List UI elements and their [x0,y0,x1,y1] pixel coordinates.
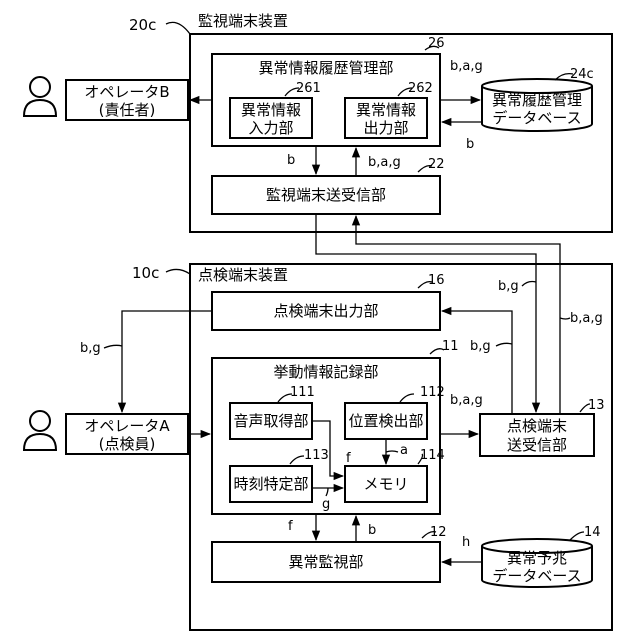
history-ref: 26 [428,36,445,51]
signal-bg-top: b,g [498,279,519,294]
signal-bg-top-leader [522,282,536,287]
operator-a-label-1: オペレータA [84,417,170,435]
operator-a-icon [24,411,56,450]
position-detect-label: 位置検出部 [348,412,423,430]
memory-ref: 114 [420,448,445,463]
voice-acquire-label: 音声取得部 [233,412,308,430]
anomaly-output-label-1: 異常情報 [356,101,416,119]
anomaly-input-label-1: 異常情報 [241,101,301,119]
signal-bg-mid: b,g [470,339,491,354]
operator-b-label-2: (責任者) [99,101,156,119]
output-ref: 262 [408,81,433,96]
monitor-title: 監視端末装置 [198,12,288,30]
history-db-ref: 24c [570,67,594,82]
behavior-record-ref: 11 [442,339,459,354]
signal-bag-right-leader [560,318,570,319]
signal-bag-db-out: b,a,g [450,59,483,74]
input-ref: 261 [296,81,321,96]
signal-bag-right: b,a,g [570,311,603,326]
anomaly-monitor-ref: 12 [430,525,447,540]
operator-a-label-2: (点検員) [99,435,156,453]
signal-f-down: f [288,519,293,534]
inspection-output-label: 点検端末出力部 [273,302,378,320]
signal-b-db-in: b [466,137,474,152]
monitor-ref-leader [166,22,190,34]
signal-h-db: h [462,535,470,550]
time-specify-label: 時刻特定部 [233,475,308,493]
history-management-label: 異常情報履歴管理部 [258,59,393,77]
operator-b-label-1: オペレータB [84,83,169,101]
monitor-transceiver-ref: 22 [428,157,445,172]
signal-b-down: b [287,153,295,168]
inspection-output-ref: 16 [428,273,445,288]
memory-label: メモリ [363,475,408,493]
monitor-ref: 20c [129,16,156,34]
signal-a-pos: a [400,443,408,458]
signal-b-up: b [368,523,376,538]
sign-db-label-2: データベース [492,567,581,585]
signal-f-voice: f [346,451,351,466]
anomaly-input-label-2: 入力部 [248,119,293,137]
sign-db-ref-leader [570,532,584,540]
inspection-transceiver-label-1: 点検端末 [507,417,567,435]
anomaly-monitor-label: 異常監視部 [288,553,363,571]
signal-bag-rec-out: b,a,g [450,393,483,408]
signal-g-time: g [322,497,330,512]
behavior-record-label: 挙動情報記録部 [273,363,378,381]
sign-db-label-1: 異常予兆 [507,549,567,567]
signal-bg-left: b,g [80,341,101,356]
signal-bag-up: b,a,g [368,155,401,170]
inspection-ref: 10c [132,264,159,282]
inspection-title: 点検端末装置 [198,266,288,284]
history-db-label-2: データベース [492,109,581,127]
position-ref: 112 [420,385,445,400]
signal-bg-left-leader [104,345,122,348]
arrow-output-to-operator-a [122,311,212,412]
monitor-transceiver-label: 監視端末送受信部 [266,186,386,204]
anomaly-output-label-2: 出力部 [363,119,408,137]
voice-ref: 111 [290,385,315,400]
time-ref: 113 [304,448,329,463]
sign-db-ref: 14 [584,525,601,540]
operator-b-icon [24,77,56,116]
signal-bg-mid-leader [496,343,512,346]
history-db-label-1: 異常履歴管理 [492,91,582,109]
inspection-transceiver-ref: 13 [588,398,605,413]
inspection-transceiver-label-2: 送受信部 [507,436,567,454]
inspection-ref-leader [166,269,190,274]
